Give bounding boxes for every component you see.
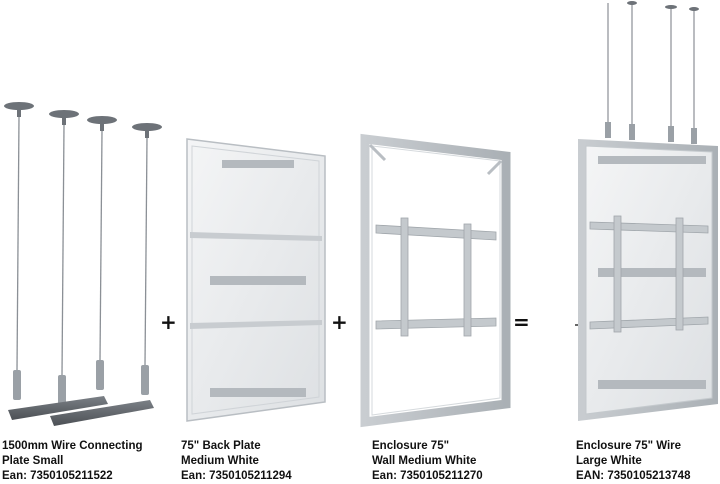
ean-code: 7350105211294 [209,470,292,482]
connecting-plate [8,396,154,426]
product-ean: EAN: 7350105213748 [576,469,690,484]
product-name-line: 75" Back Plate [181,440,261,452]
ceiling-wire [4,102,34,400]
back-plate-image [186,138,326,422]
ean-label: Ean: [372,470,397,482]
plus-sign: + [160,310,177,334]
enclosure-frame-image [360,133,511,428]
product-caption-wire-kit: 1500mm Wire Connecting Plate Small Ean: … [2,439,143,484]
ceiling-wire [87,116,117,390]
ean-code: 7350105211522 [30,470,113,482]
ean-code: 7350105211270 [400,470,483,482]
product-name-line: Wall Medium White [372,455,477,467]
product-ean: Ean: 7350105211294 [181,469,292,484]
product-ean: Ean: 7350105211522 [2,469,143,484]
ean-label: Ean: [2,470,27,482]
ean-label: Ean: [181,470,206,482]
ean-label: EAN: [576,470,605,482]
assembled-enclosure-image [575,1,718,421]
product-name-line: Medium White [181,455,259,467]
product-name-line: Enclosure 75" Wire [576,440,682,452]
product-name-line: 1500mm Wire Connecting [2,440,143,452]
vent-slots [210,160,306,397]
ceiling-wire [49,110,79,405]
ceiling-wire [132,123,162,395]
product-name-line: Large White [576,455,642,467]
product-name-line: Plate Small [2,455,64,467]
mounting-bracket [375,217,497,337]
ean-code: 7350105213748 [607,470,691,482]
product-name-line: Enclosure 75" [372,440,450,452]
suspension-wires [605,1,699,144]
product-caption-back-plate: 75" Back Plate Medium White Ean: 7350105… [181,439,292,484]
plus-sign: + [331,310,348,334]
product-caption-assembled: Enclosure 75" Wire Large White EAN: 7350… [576,439,690,484]
wire-kit-image [4,102,162,426]
product-ean: Ean: 7350105211270 [372,469,483,484]
equals-sign: = [513,310,530,334]
product-caption-enclosure: Enclosure 75" Wall Medium White Ean: 735… [372,439,483,484]
